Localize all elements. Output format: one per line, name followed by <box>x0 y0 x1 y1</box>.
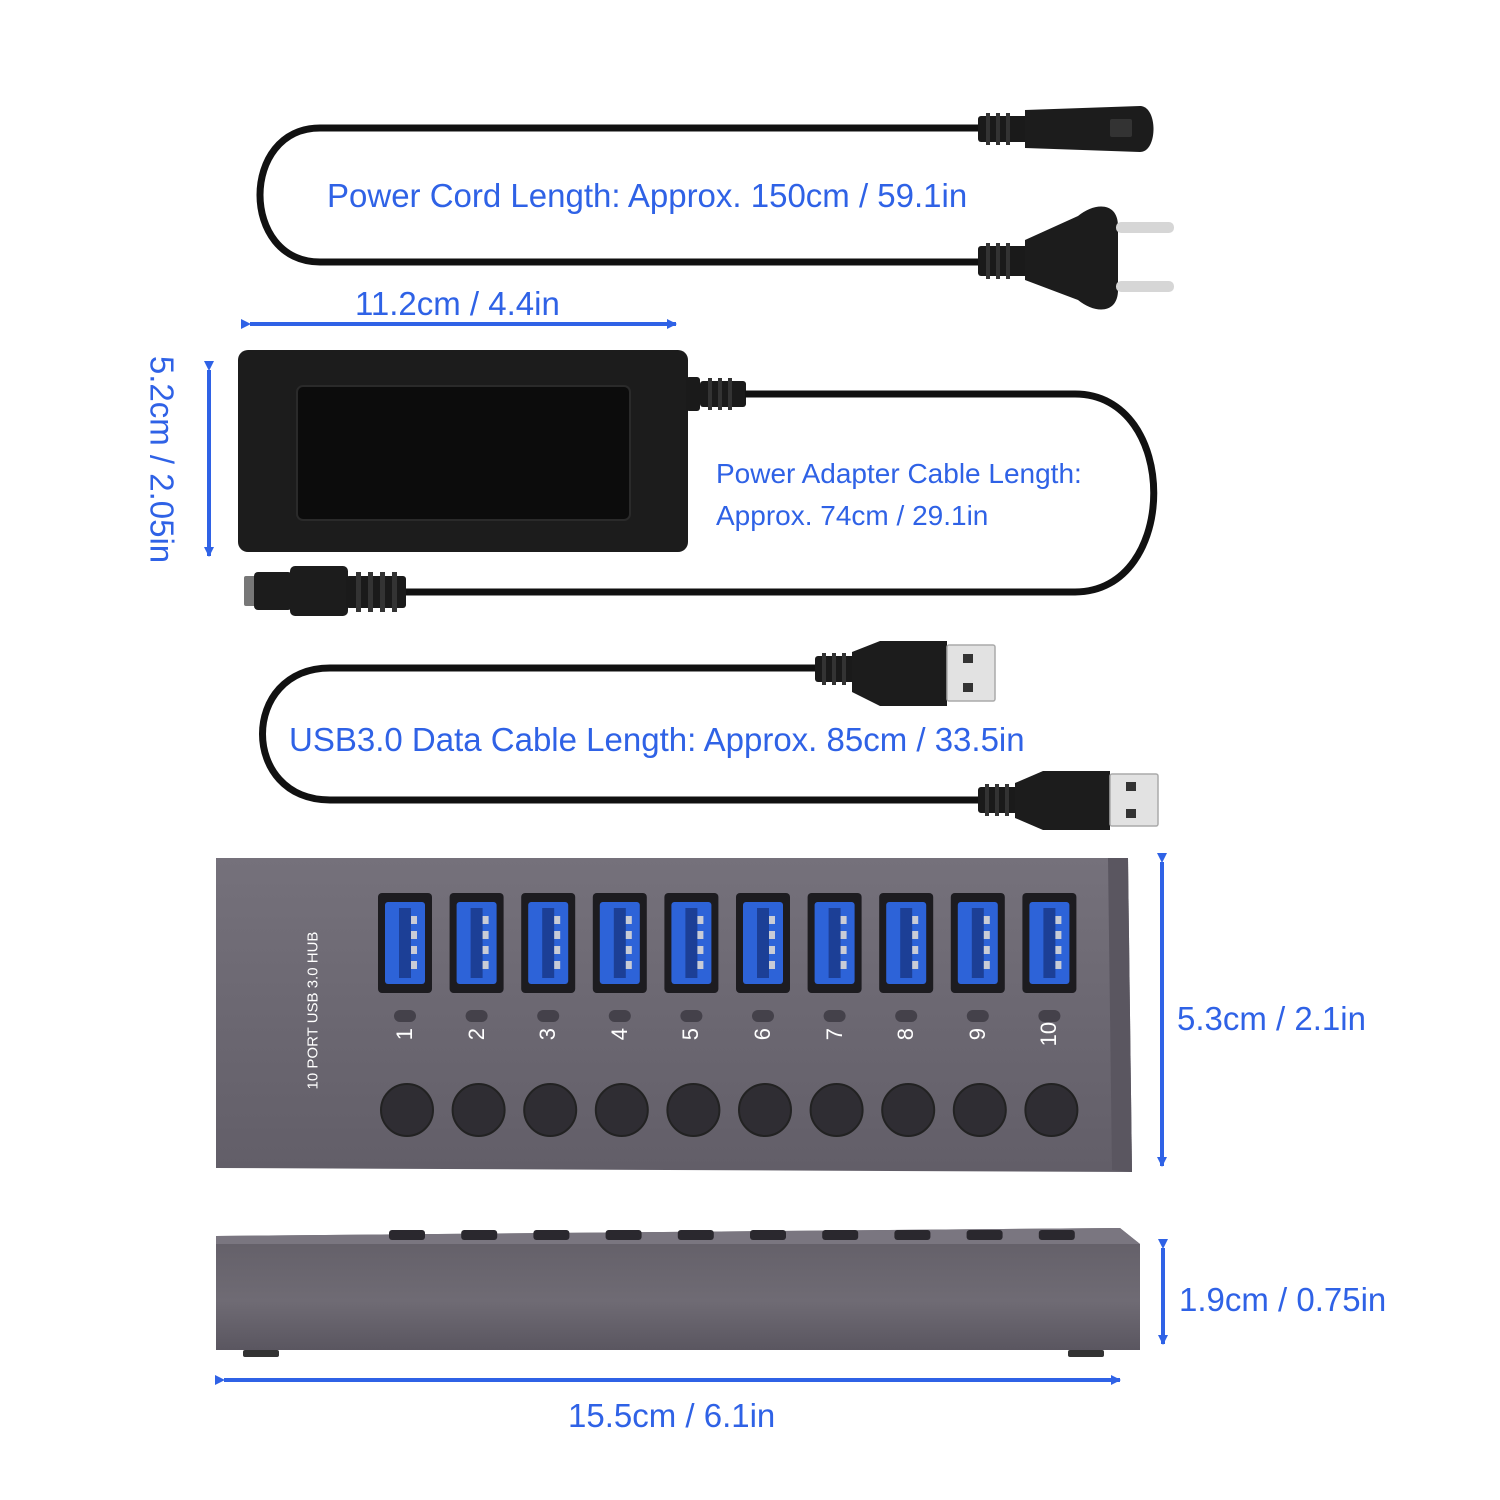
switch-6[interactable] <box>738 1083 792 1137</box>
port-number-4: 4 <box>606 1027 632 1041</box>
power-switches <box>380 1083 1079 1137</box>
switch-9[interactable] <box>952 1083 1007 1137</box>
side-bump-8 <box>894 1230 931 1240</box>
port-number-10: 10 <box>1036 1021 1062 1047</box>
port-number-7: 7 <box>821 1027 847 1041</box>
switch-8[interactable] <box>881 1083 936 1137</box>
usb-port-7[interactable] <box>807 893 862 993</box>
adapter-cable-length-label-line1: Power Adapter Cable Length: <box>716 458 1082 489</box>
hub-width-label: 15.5cm / 6.1in <box>568 1397 776 1434</box>
led-7 <box>823 1010 846 1022</box>
port-number-6: 6 <box>749 1027 775 1041</box>
power-cord-length-label: Power Cord Length: Approx. 150cm / 59.1i… <box>327 177 968 214</box>
port-number-3: 3 <box>535 1027 561 1041</box>
led-4 <box>608 1010 631 1022</box>
adapter-cable-length-label-line2: Approx. 74cm / 29.1in <box>716 500 989 531</box>
led-1 <box>394 1010 416 1022</box>
side-bump-7 <box>822 1230 859 1240</box>
adapter-cable <box>244 390 1158 616</box>
port-number-5: 5 <box>678 1027 704 1041</box>
usb-port-8[interactable] <box>879 893 934 993</box>
usb-ports <box>378 893 1077 993</box>
hub-model-text: 10 PORT USB 3.0 HUB <box>304 931 322 1090</box>
switch-7[interactable] <box>809 1083 864 1137</box>
usb-hub-side-view <box>216 1228 1140 1357</box>
side-bump-6 <box>750 1230 786 1240</box>
led-5 <box>680 1010 703 1022</box>
dc-barrel-plug <box>244 566 406 616</box>
side-bump-10 <box>1038 1230 1075 1240</box>
led-2 <box>465 1010 488 1022</box>
switch-10[interactable] <box>1024 1083 1079 1137</box>
figure-8-connector <box>978 106 1154 152</box>
switch-5[interactable] <box>666 1083 721 1137</box>
usb-port-1[interactable] <box>378 893 432 993</box>
eu-plug <box>978 206 1174 310</box>
port-number-1: 1 <box>391 1027 417 1041</box>
port-leds <box>394 1010 1061 1022</box>
side-bump-2 <box>461 1230 498 1240</box>
usb-port-3[interactable] <box>521 893 576 993</box>
power-adapter <box>238 350 746 552</box>
usb-port-9[interactable] <box>950 893 1005 993</box>
side-bump-5 <box>677 1230 714 1240</box>
side-bump-1 <box>389 1230 425 1240</box>
led-8 <box>895 1010 918 1022</box>
usb-data-cable <box>259 641 1159 830</box>
usb-port-4[interactable] <box>592 893 647 993</box>
switch-2[interactable] <box>451 1083 506 1137</box>
port-number-2: 2 <box>463 1027 489 1041</box>
usb-hub-top-view <box>216 858 1132 1172</box>
led-10 <box>1038 1010 1061 1022</box>
port-number-9: 9 <box>964 1027 990 1041</box>
adapter-width-label: 11.2cm / 4.4in <box>355 285 560 322</box>
switch-1[interactable] <box>380 1083 434 1137</box>
usb-port-2[interactable] <box>449 893 504 993</box>
usb-port-5[interactable] <box>664 893 719 993</box>
side-bump-3 <box>533 1230 570 1240</box>
usb-a-plug-top <box>815 641 996 706</box>
switch-3[interactable] <box>523 1083 578 1137</box>
usb-port-6[interactable] <box>736 893 790 993</box>
power-cord <box>256 106 1174 310</box>
hub-height-label: 5.3cm / 2.1in <box>1177 1000 1366 1037</box>
adapter-height-label: 5.2cm / 2.05in <box>143 355 181 564</box>
data-cable-length-label: USB3.0 Data Cable Length: Approx. 85cm /… <box>289 721 1025 758</box>
dimension-arrows <box>204 319 1168 1385</box>
side-bump-9 <box>966 1230 1003 1240</box>
side-button-tops <box>389 1230 1075 1240</box>
led-9 <box>966 1010 989 1022</box>
led-6 <box>752 1010 774 1022</box>
port-number-8: 8 <box>893 1027 919 1041</box>
usb-a-plug-bottom <box>978 771 1159 830</box>
switch-4[interactable] <box>594 1083 649 1137</box>
hub-thickness-label: 1.9cm / 0.75in <box>1179 1281 1387 1318</box>
usb-port-10[interactable] <box>1022 893 1077 993</box>
led-3 <box>537 1010 560 1022</box>
side-bump-4 <box>605 1230 642 1240</box>
